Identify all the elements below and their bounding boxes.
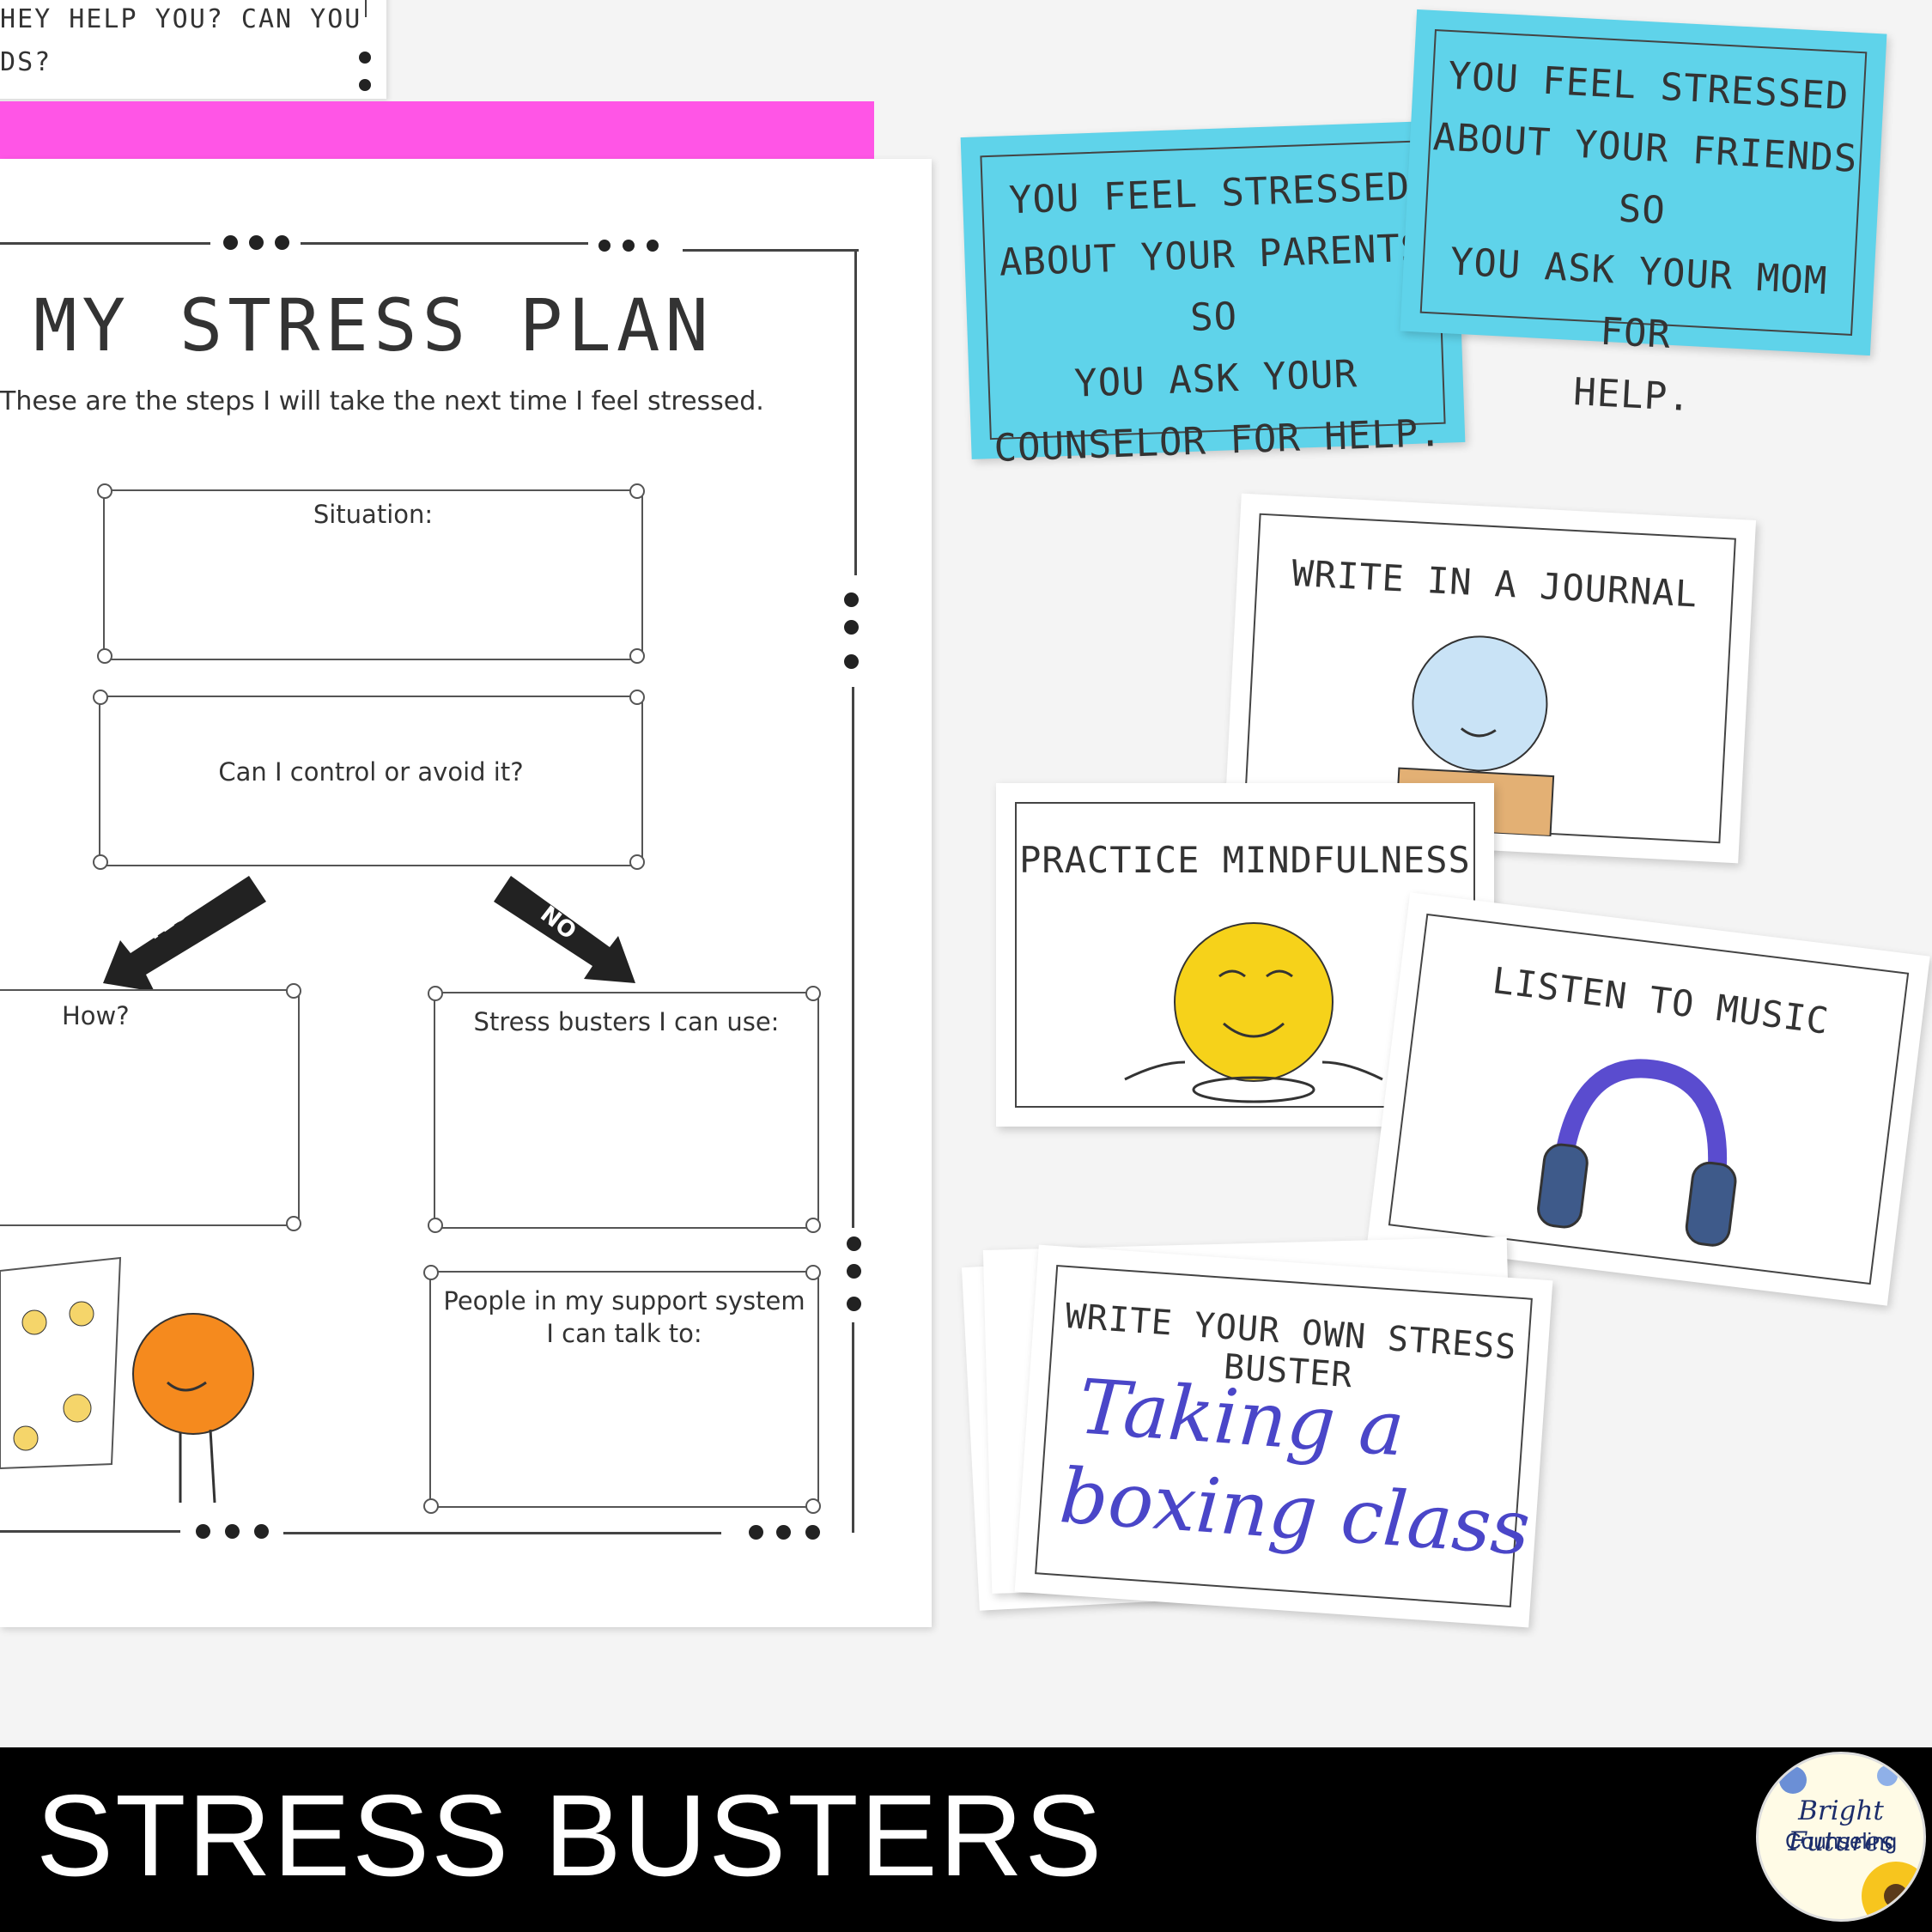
dot — [844, 654, 859, 669]
corner-circle — [93, 690, 108, 705]
dot — [776, 1525, 791, 1540]
control-label: Can I control or avoid it? — [218, 757, 524, 787]
card-listen-music[interactable]: LISTEN TO MUSIC — [1367, 892, 1930, 1306]
situation-box[interactable]: Situation: — [103, 489, 643, 660]
no-arrow-icon — [494, 876, 635, 983]
card-friends-line-2: ABOUT YOUR FRIENDS SO — [1431, 115, 1859, 234]
dot — [254, 1524, 269, 1539]
corner-circle — [428, 1218, 443, 1233]
yes-arrow-icon — [103, 876, 266, 992]
how-box[interactable]: How? — [0, 989, 300, 1226]
corner-circle — [97, 648, 112, 664]
frame-line — [301, 242, 588, 245]
situation-label: Situation: — [313, 500, 434, 529]
frame-line — [852, 687, 854, 1228]
support-label-1: People in my support system — [443, 1286, 805, 1315]
dot — [196, 1524, 210, 1539]
meditating-character-icon — [1124, 922, 1383, 1103]
corner-circle — [805, 1265, 821, 1280]
dot — [275, 235, 289, 250]
dot — [844, 592, 859, 607]
orange-character-icon — [0, 1256, 254, 1504]
stress-busters-label: Stress busters I can use: — [473, 1007, 780, 1036]
dot — [847, 1264, 861, 1279]
corner-circle — [97, 483, 112, 499]
card-friends-line-3: YOU ASK YOUR MOM FOR — [1449, 240, 1829, 357]
footer-title: STRESS BUSTERS — [36, 1771, 1104, 1900]
support-label-2: I can talk to: — [546, 1319, 702, 1348]
worksheet-top-text: THEY HELP YOU? CAN YOU NDS? — [0, 0, 361, 84]
dot — [623, 240, 635, 252]
corner-circle — [286, 983, 301, 999]
card-write-your-own[interactable]: WRITE YOUR OWN STRESS BUSTER Taking a bo… — [1014, 1244, 1553, 1628]
control-box[interactable]: Can I control or avoid it? — [99, 696, 643, 866]
corner-circle — [93, 854, 108, 870]
frame-line — [283, 1532, 721, 1534]
corner-circle — [428, 986, 443, 1001]
logo-line-1: Bright Futures — [1788, 1795, 1894, 1857]
dot — [359, 79, 371, 91]
worksheet-subtitle: These are the steps I will take the next… — [0, 386, 764, 416]
logo-line-2: Counseling — [1784, 1828, 1898, 1854]
footer-bar — [0, 1747, 1932, 1932]
support-system-box[interactable]: People in my support system I can talk t… — [429, 1271, 819, 1508]
flower-icon — [1779, 1765, 1923, 1919]
dot — [249, 235, 264, 250]
dot — [847, 1297, 861, 1311]
dot — [847, 1236, 861, 1251]
corner-circle — [805, 986, 821, 1001]
bright-futures-logo[interactable]: Bright Futures Counseling — [1756, 1752, 1926, 1922]
frame-line — [0, 242, 210, 245]
corner-circle — [629, 648, 645, 664]
frame-line — [852, 1322, 854, 1533]
frame-line — [0, 1530, 180, 1533]
corner-circle — [629, 483, 645, 499]
dot — [223, 235, 238, 250]
card-parents-line-2: ABOUT YOUR PARENTS SO — [998, 226, 1425, 340]
worksheet-top-line-2: NDS? — [0, 47, 52, 77]
card-parents-text: YOU FEEL STRESSED ABOUT YOUR PARENTS SO … — [962, 155, 1466, 481]
worksheet-top-page: THEY HELP YOU? CAN YOU NDS? — [0, 0, 386, 99]
stress-busters-box[interactable]: Stress busters I can use: — [434, 992, 819, 1229]
frame-line — [683, 249, 859, 252]
dot — [647, 240, 659, 252]
dot — [598, 240, 611, 252]
card-friends-text: YOU FEEL STRESSED ABOUT YOUR FRIENDS SO … — [1395, 44, 1885, 439]
corner-circle — [805, 1498, 821, 1514]
card-friends-scenario[interactable]: YOU FEEL STRESSED ABOUT YOUR FRIENDS SO … — [1400, 9, 1887, 420]
dot — [805, 1525, 820, 1540]
worksheet-title: MY STRESS PLAN — [33, 283, 714, 368]
how-label: How? — [62, 1001, 130, 1030]
worksheet-top-line-1: THEY HELP YOU? CAN YOU — [0, 4, 362, 34]
frame-line — [854, 249, 857, 575]
headphones-icon — [1537, 1059, 1737, 1247]
card-parents-scenario[interactable]: YOU FEEL STRESSED ABOUT YOUR PARENTS SO … — [960, 120, 1466, 471]
dot — [225, 1524, 240, 1539]
card-mindfulness-title: PRACTICE MINDFULNESS — [1019, 839, 1471, 881]
pink-paper — [0, 101, 874, 160]
dot — [844, 620, 859, 635]
corner-circle — [805, 1218, 821, 1233]
dot — [359, 52, 371, 64]
corner-circle — [423, 1498, 439, 1514]
corner-circle — [629, 854, 645, 870]
dot — [749, 1525, 763, 1540]
divider — [365, 0, 367, 17]
corner-circle — [423, 1265, 439, 1280]
corner-circle — [286, 1216, 301, 1231]
corner-circle — [629, 690, 645, 705]
